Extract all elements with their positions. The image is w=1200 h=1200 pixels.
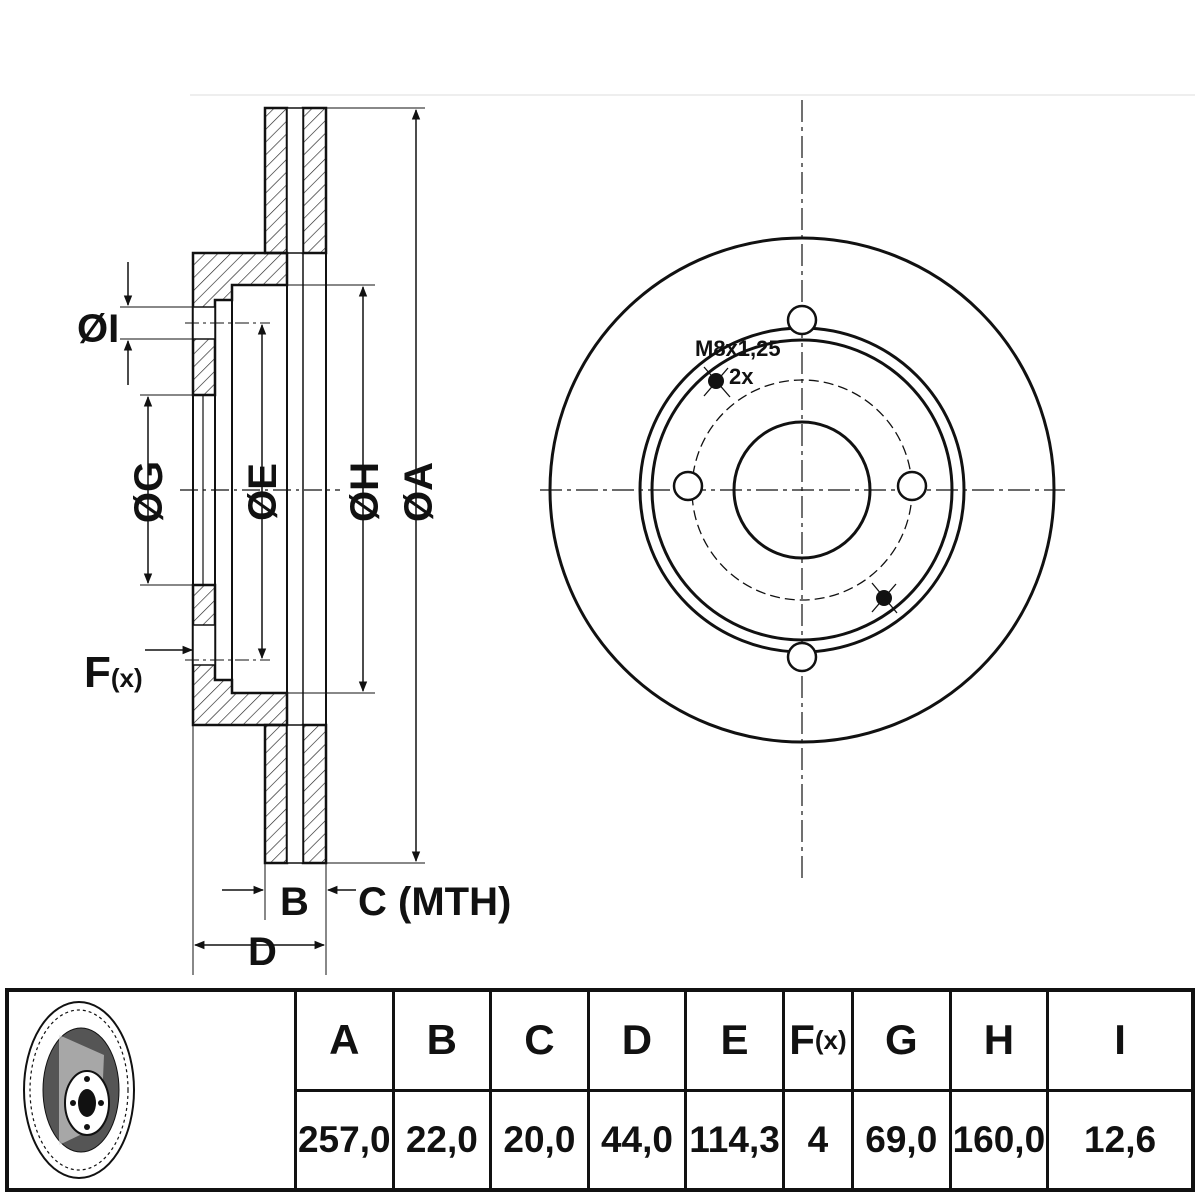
spec-header-H: H [951, 992, 1047, 1092]
thread-count-label: 2x [729, 364, 754, 389]
spec-header-B: B [394, 992, 490, 1092]
spec-value-G: 69,0 [865, 1118, 938, 1160]
spec-value-A: 257,0 [297, 1118, 391, 1160]
disc-thumbnail-cell [9, 992, 297, 1188]
technical-drawing: ØI ØG ØE ØH ØA F(x) B C (MTH) D [77, 94, 1195, 975]
spec-value-B: 22,0 [405, 1118, 478, 1160]
bolt-hole-front-bottom [786, 641, 818, 673]
bolt-hole-front-right [896, 470, 928, 502]
friction-ring-outer-top [263, 106, 289, 255]
label-dia-G: ØG [127, 461, 171, 523]
bolt-hole-bottom [192, 624, 216, 666]
spec-value-F: 4 [807, 1118, 829, 1160]
spec-value-H: 160,0 [952, 1118, 1046, 1160]
label-dia-A: ØA [397, 462, 441, 522]
side-section-view: ØI ØG ØE ØH ØA F(x) B C (MTH) D [77, 106, 511, 975]
threaded-hole-lower-right [871, 582, 898, 614]
spec-value-C: 20,0 [503, 1118, 576, 1160]
spec-col-D: D 44,0 [589, 992, 688, 1188]
vent-gap-bottom [286, 724, 304, 864]
friction-ring-outer-bottom [263, 723, 289, 865]
disc-thumbnail-icon [23, 1001, 135, 1179]
label-B: B [280, 880, 309, 924]
spec-col-H: H 160,0 [951, 992, 1050, 1188]
spec-value-I: 12,6 [1084, 1118, 1157, 1160]
spec-col-A: A 257,0 [297, 992, 395, 1188]
thread-spec-label: M8x1,25 [695, 336, 781, 361]
spec-col-C: C 20,0 [492, 992, 590, 1188]
friction-ring-inner-bottom [301, 723, 328, 865]
spec-col-E: E 114,3 [687, 992, 785, 1188]
friction-ring-inner-top [301, 106, 328, 255]
bolt-hole-front-top [786, 304, 818, 336]
spec-col-F: F(x) 4 [784, 992, 855, 1188]
spec-header-A: A [297, 992, 392, 1092]
spec-col-B: B 22,0 [394, 992, 493, 1188]
front-view: M8x1,25 2x [540, 100, 1065, 880]
label-dia-E: ØE [241, 463, 285, 521]
spec-header-C: C [492, 992, 587, 1092]
spec-col-I: I 12,6 [1049, 992, 1191, 1188]
spec-columns: A 257,0 B 22,0 C 20,0 D 44,0 E 114,3 F(x… [297, 992, 1191, 1188]
spec-value-D: 44,0 [600, 1118, 673, 1160]
label-dia-I: ØI [77, 307, 119, 351]
label-D: D [248, 930, 277, 974]
label-F: F(x) [84, 648, 143, 697]
spec-col-G: G 69,0 [854, 992, 952, 1188]
spec-header-D: D [589, 992, 685, 1092]
spec-table: A 257,0 B 22,0 C 20,0 D 44,0 E 114,3 F(x… [5, 988, 1195, 1192]
threaded-hole-upper-left [703, 366, 731, 398]
label-C-MTH: C (MTH) [358, 880, 511, 924]
label-dia-H: ØH [343, 462, 387, 522]
spec-header-E: E [687, 992, 782, 1092]
spec-header-I: I [1049, 992, 1191, 1092]
spec-header-F: F(x) [784, 992, 852, 1092]
spec-header-G: G [854, 992, 949, 1092]
vent-gap-top [286, 107, 304, 254]
spec-value-E: 114,3 [689, 1118, 780, 1160]
bolt-hole-front-left [672, 470, 704, 502]
